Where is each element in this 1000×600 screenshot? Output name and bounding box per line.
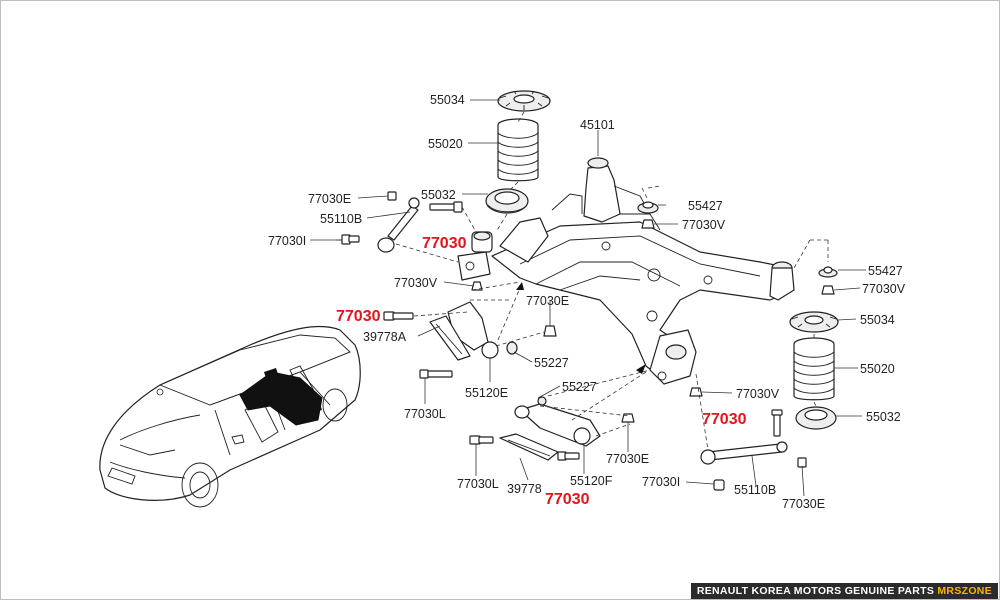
label-55034-right: 55034 [860, 313, 895, 327]
label-77030-red-top: 77030 [422, 235, 467, 252]
bolt-77030E-top-left [387, 191, 463, 213]
bushing-cap-55427-upper [637, 201, 659, 229]
spring-pad-top-left [497, 90, 551, 112]
label-55032-right: 55032 [866, 410, 901, 424]
label-45101: 45101 [580, 118, 615, 132]
spring-lower-seat-left [485, 188, 529, 214]
label-55427-upper: 55427 [688, 199, 723, 213]
label-77030-red-bottom: 77030 [545, 491, 590, 508]
label-55020-top: 55020 [428, 137, 463, 151]
left-spring-stack [457, 90, 551, 291]
lower-arm-left [383, 301, 557, 379]
label-77030V-left: 77030V [394, 276, 438, 290]
label-77030L-left: 77030L [404, 407, 446, 421]
lower-arm-right [469, 396, 635, 461]
label-77030L-lower: 77030L [457, 477, 499, 491]
spring-pad-top-right [789, 311, 839, 333]
label-39778: 39778 [507, 482, 542, 496]
label-55427-right: 55427 [868, 264, 903, 278]
upper-link-left [336, 191, 463, 253]
label-55034-top: 55034 [430, 93, 465, 107]
part-labels: 55034 55020 55032 77030E 55110B 77030I 7… [268, 93, 906, 511]
label-55120F: 55120F [570, 474, 613, 488]
label-77030-red-left: 77030 [336, 308, 381, 325]
upper-link-right [689, 387, 807, 491]
bushing-cap-55427-right [818, 266, 838, 295]
car-illustration [99, 325, 361, 508]
label-77030E-top: 77030E [308, 192, 351, 206]
trailing-mount-left [457, 231, 493, 291]
label-77030I-left: 77030I [268, 234, 306, 248]
coil-spring-left [497, 118, 539, 182]
label-39778A: 39778A [363, 330, 407, 344]
label-77030I-right: 77030I [642, 475, 680, 489]
label-77030-red-right: 77030 [702, 411, 747, 428]
footer-text: RENAULT KOREA MOTORS GENUINE PARTS [696, 585, 935, 597]
label-77030E-mid: 77030E [526, 294, 569, 308]
bolt-77030I-left [336, 234, 360, 245]
label-77030E-lower: 77030E [606, 452, 649, 466]
footer-brand: MRSZONE [937, 585, 992, 597]
label-77030E-right: 77030E [782, 497, 825, 511]
assembly-dashed-lines [395, 111, 829, 451]
label-77030V-upper: 77030V [682, 218, 726, 232]
right-spring-stack [789, 311, 839, 430]
label-55120E: 55120E [465, 386, 508, 400]
rear-subframe [491, 157, 795, 385]
label-55227-lower: 55227 [562, 380, 597, 394]
label-55032-top: 55032 [421, 188, 456, 202]
label-55020-right: 55020 [860, 362, 895, 376]
spring-lower-seat-right [795, 406, 837, 430]
label-55110B-left: 55110B [320, 212, 362, 226]
footer-banner: RENAULT KOREA MOTORS GENUINE PARTS MRSZO… [690, 583, 998, 599]
label-55110B-right: 55110B [734, 483, 776, 497]
coil-spring-right [793, 337, 835, 401]
leader-lines [310, 99, 866, 497]
label-77030V-lower: 77030V [736, 387, 780, 401]
label-55227-mid: 55227 [534, 356, 569, 370]
label-77030V-right: 77030V [862, 282, 906, 296]
